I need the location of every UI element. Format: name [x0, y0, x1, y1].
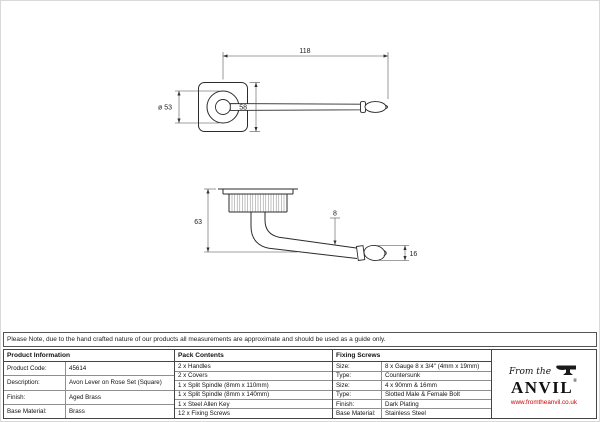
lever-knob-tip — [385, 104, 389, 110]
lever-bar — [229, 103, 362, 111]
lever-collar-side — [355, 245, 366, 262]
lever-knob — [364, 101, 387, 113]
dim-neck-label: 8 — [333, 211, 337, 218]
field-value: 8 x Gauge 8 x 3/4" (4mm x 19mm) — [385, 362, 480, 370]
field-label: Finish: — [4, 390, 66, 404]
lever-knob-side — [363, 244, 386, 262]
table-row: Type: Slotted Male & Female Bolt — [333, 390, 491, 400]
technical-drawing: 118 ø 53 58 — [158, 48, 418, 262]
pack-item-text: 1 x Split Spindle (8mm x 110mm) — [178, 381, 269, 389]
dim-length-label: 118 — [299, 48, 310, 55]
field-label: Base Material: — [333, 409, 382, 418]
top-view: 118 ø 53 58 — [158, 48, 389, 132]
table-row: Product Code: 45614 — [4, 362, 174, 377]
lever-knob-tip-side — [383, 250, 387, 257]
note-text: Please Note, due to the hand crafted nat… — [3, 332, 597, 348]
field-label: Finish: — [333, 400, 382, 409]
product-info-column: Product Information Product Code: 45614 … — [4, 350, 174, 418]
pack-item-text: 2 x Covers — [178, 372, 208, 380]
table-row: Base Material: Stainless Steel — [333, 409, 491, 418]
field-value: Slotted Male & Female Bolt — [385, 391, 460, 399]
field-value: 45614 — [69, 365, 87, 373]
dim-square-label: 58 — [239, 105, 247, 112]
registered-mark: ® — [573, 378, 578, 384]
list-item: 2 x Handles — [175, 362, 332, 372]
pack-contents-column: Pack Contents 2 x Handles 2 x Covers 1 x… — [174, 350, 332, 418]
lever-arm-inner-edge — [264, 212, 359, 249]
lever-arm-outer-edge — [250, 212, 358, 259]
lever-hub — [215, 99, 231, 115]
table-row: Size: 4 x 90mm & 16mm — [333, 381, 491, 391]
list-item: 1 x Steel Allen Key — [175, 400, 332, 410]
field-label: Base Material: — [4, 404, 66, 418]
table-row: Finish: Aged Brass — [4, 390, 174, 405]
field-label: Description: — [4, 376, 66, 390]
info-table: Product Information Product Code: 45614 … — [3, 349, 597, 419]
table-row: Type: Countersunk — [333, 371, 491, 382]
logo-name: ANVIL® — [510, 377, 578, 397]
brand-logo-cell: From the ANVIL® www.fromtheanvil.co.uk — [491, 350, 596, 418]
field-label: Size: — [333, 362, 382, 371]
field-value: Countersunk — [385, 372, 421, 380]
table-row: Base Material: Brass — [4, 404, 174, 418]
fixing-screws-column: Fixing Screws Size: 8 x Gauge 8 x 3/4" (… — [332, 350, 491, 418]
fixing-screws-header: Fixing Screws — [333, 350, 491, 363]
list-item: 1 x Split Spindle (8mm x 110mm) — [175, 381, 332, 391]
side-view: 63 8 16 — [194, 188, 418, 262]
field-label: Size: — [333, 381, 382, 390]
dim-projection-label: 63 — [194, 219, 202, 226]
pack-item-text: 12 x Fixing Screws — [178, 410, 230, 418]
field-value: Avon Lever on Rose Set (Square) — [69, 379, 162, 387]
table-row: Size: 8 x Gauge 8 x 3/4" (4mm x 19mm) — [333, 362, 491, 372]
top-view-dimensions — [175, 52, 389, 132]
field-value: Dark Plating — [385, 400, 419, 408]
anvil-icon — [556, 365, 577, 375]
rose-knurling — [231, 194, 285, 212]
website-text: www.fromtheanvil.co.uk — [510, 398, 578, 406]
pack-contents-header: Pack Contents — [175, 350, 332, 363]
dim-knob-label: 16 — [410, 251, 418, 258]
field-label: Product Code: — [4, 362, 66, 376]
field-value: Aged Brass — [69, 393, 101, 401]
product-info-header: Product Information — [4, 350, 174, 363]
list-item: 1 x Split Spindle (8mm x 140mm) — [175, 391, 332, 400]
list-item: 12 x Fixing Screws — [175, 409, 332, 417]
list-item: 2 x Covers — [175, 372, 332, 382]
from-the-anvil-logo: From the ANVIL® www.fromtheanvil.co.uk — [492, 350, 596, 418]
field-value: Stainless Steel — [385, 410, 426, 418]
table-row: Description: Avon Lever on Rose Set (Squ… — [4, 376, 174, 391]
field-label: Type: — [333, 390, 382, 399]
pack-item-text: 1 x Steel Allen Key — [178, 400, 230, 408]
pack-item-text: 1 x Split Spindle (8mm x 140mm) — [178, 391, 270, 399]
side-view-dimensions — [204, 188, 409, 261]
dim-rose-diameter-label: ø 53 — [158, 105, 172, 112]
table-row: Finish: Dark Plating — [333, 400, 491, 410]
field-value: 4 x 90mm & 16mm — [385, 381, 437, 389]
field-value: Brass — [69, 407, 85, 415]
field-label: Type: — [333, 371, 382, 381]
drawing-area: 118 ø 53 58 — [1, 1, 599, 331]
logo-tagline: From the — [508, 366, 552, 377]
pack-item-text: 2 x Handles — [178, 362, 211, 370]
